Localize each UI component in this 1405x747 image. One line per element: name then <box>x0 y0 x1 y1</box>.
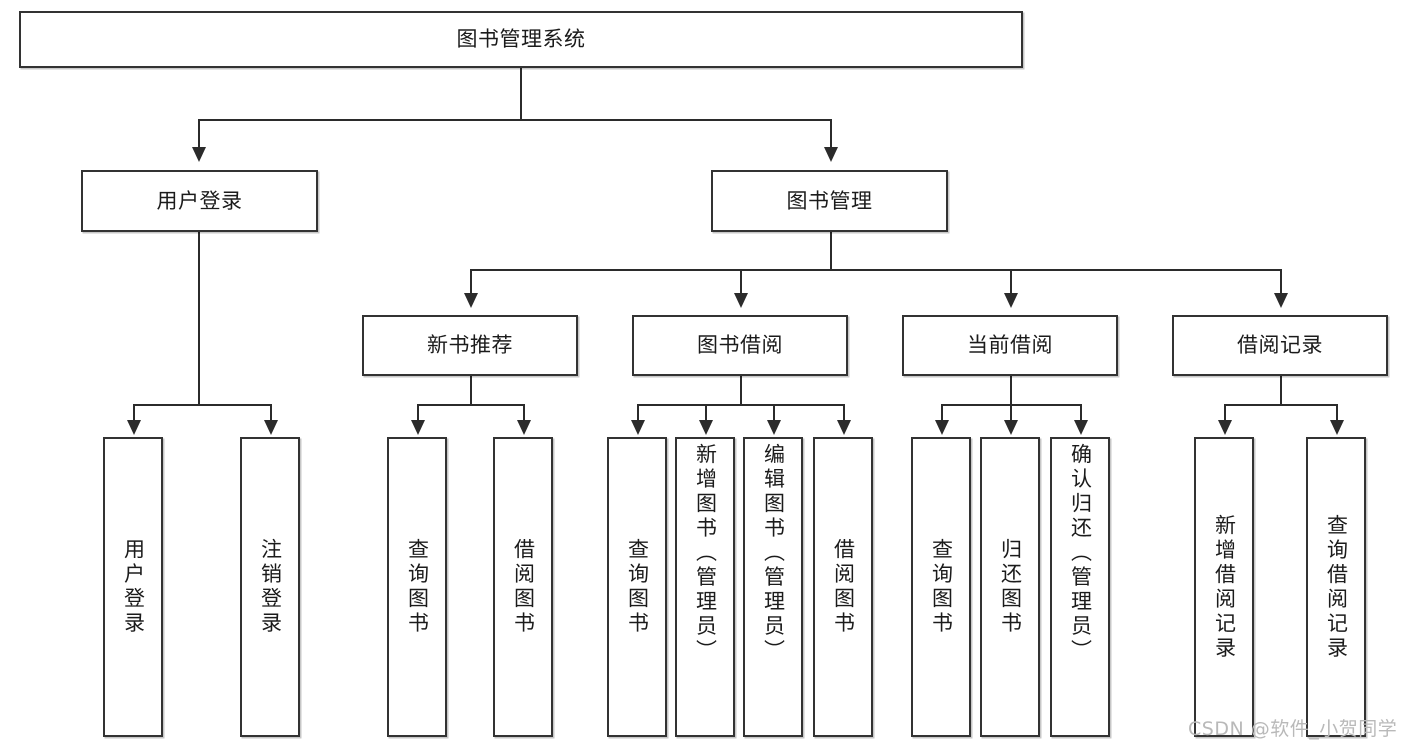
edge-new-book-stem <box>470 376 472 404</box>
edge-user-login-stem <box>198 232 200 404</box>
node-root-book-management-system[interactable]: 图书管理系统 <box>19 11 1023 68</box>
arrow-leaf-add-record <box>1218 420 1232 435</box>
node-leaf-query-book-2[interactable]: 查询图书 <box>607 437 667 737</box>
edge-book-borrow-stem <box>740 376 742 404</box>
edge-user-login-bus <box>133 404 270 406</box>
edge-user-login-branch-1 <box>133 404 135 422</box>
edge-book-borrow-bus <box>637 404 843 406</box>
node-leaf-logout-login[interactable]: 注销登录 <box>240 437 300 737</box>
node-label: 借阅记录 <box>1237 333 1323 358</box>
node-label: 当前借阅 <box>967 333 1053 358</box>
edge-cb-branch-3 <box>1080 404 1082 422</box>
node-leaf-confirm-return[interactable]: 确认归还（管理员） <box>1050 437 1110 737</box>
arrow-book-borrow <box>734 293 748 308</box>
arrow-leaf-return-book <box>1004 420 1018 435</box>
edge-borrow-record-stem <box>1280 376 1282 404</box>
edge-bm-branch-1 <box>470 269 472 295</box>
arrow-leaf-borrow-book-2 <box>837 420 851 435</box>
node-label: 用户登录 <box>121 538 146 636</box>
edge-user-login-branch-2 <box>270 404 272 422</box>
edge-root-bus <box>198 119 832 121</box>
arrow-to-user-login <box>192 147 206 162</box>
edge-bb-branch-1 <box>637 404 639 422</box>
node-label: 新书推荐 <box>427 333 513 358</box>
arrow-borrow-record <box>1274 293 1288 308</box>
node-label: 借阅图书 <box>511 538 536 636</box>
arrow-leaf-borrow-book-1 <box>517 420 531 435</box>
edge-root-to-user-login <box>198 119 200 149</box>
node-label: 用户登录 <box>156 188 243 213</box>
node-label: 借阅图书 <box>831 538 856 636</box>
arrow-leaf-query-book-3 <box>935 420 949 435</box>
node-leaf-query-book-3[interactable]: 查询图书 <box>911 437 971 737</box>
arrow-leaf-query-record <box>1330 420 1344 435</box>
node-user-login[interactable]: 用户登录 <box>81 170 318 232</box>
node-label: 查询图书 <box>405 538 430 636</box>
node-label: 图书管理系统 <box>456 27 586 52</box>
node-leaf-add-book[interactable]: 新增图书（管理员） <box>675 437 735 737</box>
node-book-management[interactable]: 图书管理 <box>711 170 948 232</box>
edge-bm-branch-2 <box>740 269 742 295</box>
edge-br-branch-2 <box>1336 404 1338 422</box>
node-label: 图书借阅 <box>697 333 783 358</box>
node-leaf-edit-book[interactable]: 编辑图书（管理员） <box>743 437 803 737</box>
edge-br-branch-1 <box>1224 404 1226 422</box>
edge-bm-branch-4 <box>1280 269 1282 295</box>
node-leaf-query-record[interactable]: 查询借阅记录 <box>1306 437 1366 737</box>
edge-bb-branch-4 <box>843 404 845 422</box>
node-leaf-borrow-book-2[interactable]: 借阅图书 <box>813 437 873 737</box>
arrow-current-borrow <box>1004 293 1018 308</box>
node-label: 查询图书 <box>625 538 650 636</box>
node-leaf-user-login[interactable]: 用户登录 <box>103 437 163 737</box>
node-leaf-return-book[interactable]: 归还图书 <box>980 437 1040 737</box>
edge-cb-branch-2 <box>1010 404 1012 422</box>
node-leaf-add-record[interactable]: 新增借阅记录 <box>1194 437 1254 737</box>
edge-cb-branch-1 <box>941 404 943 422</box>
arrow-leaf-query-book-2 <box>631 420 645 435</box>
edge-nb-branch-2 <box>523 404 525 422</box>
arrow-leaf-edit-book <box>767 420 781 435</box>
node-leaf-borrow-book-1[interactable]: 借阅图书 <box>493 437 553 737</box>
arrow-new-book-recommend <box>464 293 478 308</box>
node-label: 新增图书（管理员） <box>693 443 718 664</box>
node-label: 图书管理 <box>786 188 873 213</box>
edge-bb-branch-2 <box>705 404 707 422</box>
edge-borrow-record-bus <box>1224 404 1336 406</box>
arrow-leaf-logout-login <box>264 420 278 435</box>
edge-root-to-book-management <box>830 119 832 149</box>
arrow-leaf-query-book-1 <box>411 420 425 435</box>
node-new-book-recommend[interactable]: 新书推荐 <box>362 315 578 376</box>
node-label: 新增借阅记录 <box>1212 513 1237 661</box>
edge-new-book-bus <box>417 404 523 406</box>
node-current-borrow[interactable]: 当前借阅 <box>902 315 1118 376</box>
edge-current-borrow-stem <box>1010 376 1012 404</box>
node-label: 编辑图书（管理员） <box>761 443 786 664</box>
arrow-leaf-user-login <box>127 420 141 435</box>
edge-bm-branch-3 <box>1010 269 1012 295</box>
arrow-leaf-confirm-return <box>1074 420 1088 435</box>
arrow-leaf-add-book <box>699 420 713 435</box>
node-leaf-query-book-1[interactable]: 查询图书 <box>387 437 447 737</box>
node-label: 确认归还（管理员） <box>1068 443 1093 664</box>
edge-book-management-stem <box>830 232 832 269</box>
arrow-to-book-management <box>824 147 838 162</box>
node-label: 注销登录 <box>258 538 283 636</box>
node-book-borrow[interactable]: 图书借阅 <box>632 315 848 376</box>
edge-book-management-bus <box>470 269 1280 271</box>
node-borrow-record[interactable]: 借阅记录 <box>1172 315 1388 376</box>
node-label: 归还图书 <box>998 538 1023 636</box>
edge-bb-branch-3 <box>773 404 775 422</box>
node-label: 查询图书 <box>929 538 954 636</box>
edge-root-stem <box>520 67 522 119</box>
edge-nb-branch-1 <box>417 404 419 422</box>
node-label: 查询借阅记录 <box>1324 513 1349 661</box>
